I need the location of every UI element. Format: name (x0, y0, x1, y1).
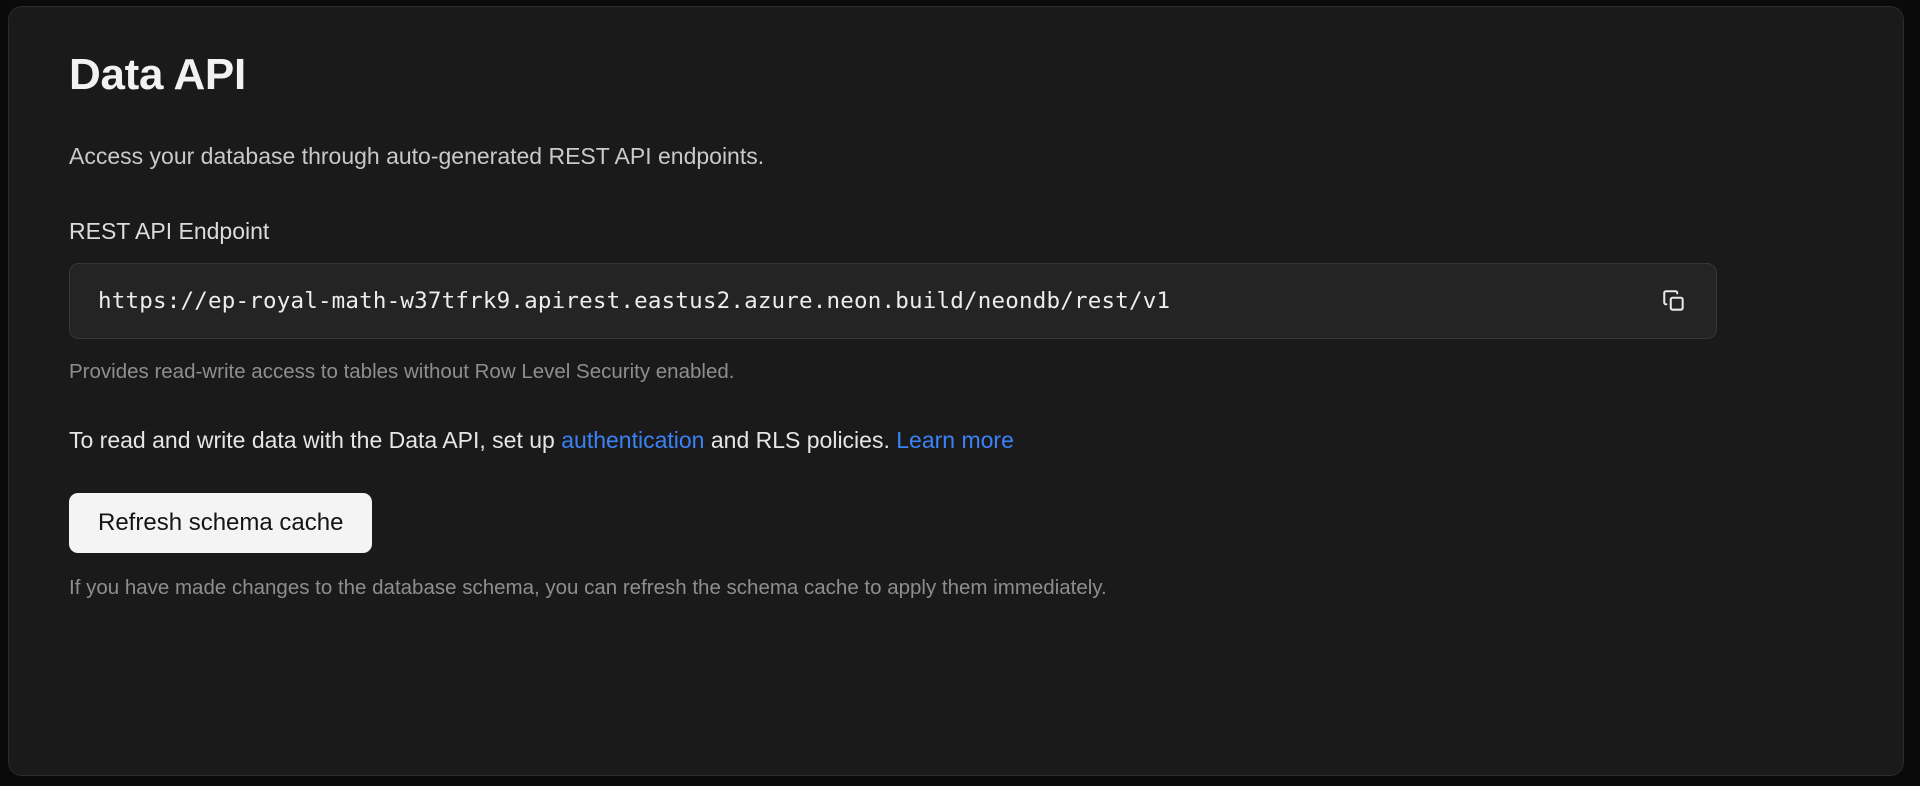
copy-endpoint-button[interactable] (1654, 281, 1694, 321)
data-api-info-line: To read and write data with the Data API… (69, 425, 1843, 455)
endpoint-url-input[interactable] (98, 287, 1654, 315)
info-text-part-1: To read and write data with the Data API… (69, 427, 562, 453)
refresh-schema-cache-button[interactable]: Refresh schema cache (69, 493, 373, 553)
info-text-part-2: and RLS policies. (704, 427, 897, 453)
rest-api-endpoint-label: REST API Endpoint (69, 218, 270, 244)
data-api-card: Data API Access your database through au… (8, 6, 1904, 776)
endpoint-input-row (69, 263, 1717, 339)
page-title: Data API (69, 50, 246, 99)
endpoint-hint-text: Provides read-write access to tables wit… (69, 360, 735, 383)
learn-more-link[interactable]: Learn more (896, 427, 1014, 453)
page-subtitle: Access your database through auto-genera… (69, 143, 765, 169)
refresh-schema-hint-text: If you have made changes to the database… (69, 576, 1107, 599)
rest-api-endpoint-field: REST API Endpoint Provides read-write ac… (69, 217, 1843, 385)
authentication-link[interactable]: authentication (561, 427, 705, 453)
copy-icon (1661, 288, 1687, 314)
action-row: Refresh schema cache (69, 493, 1843, 553)
